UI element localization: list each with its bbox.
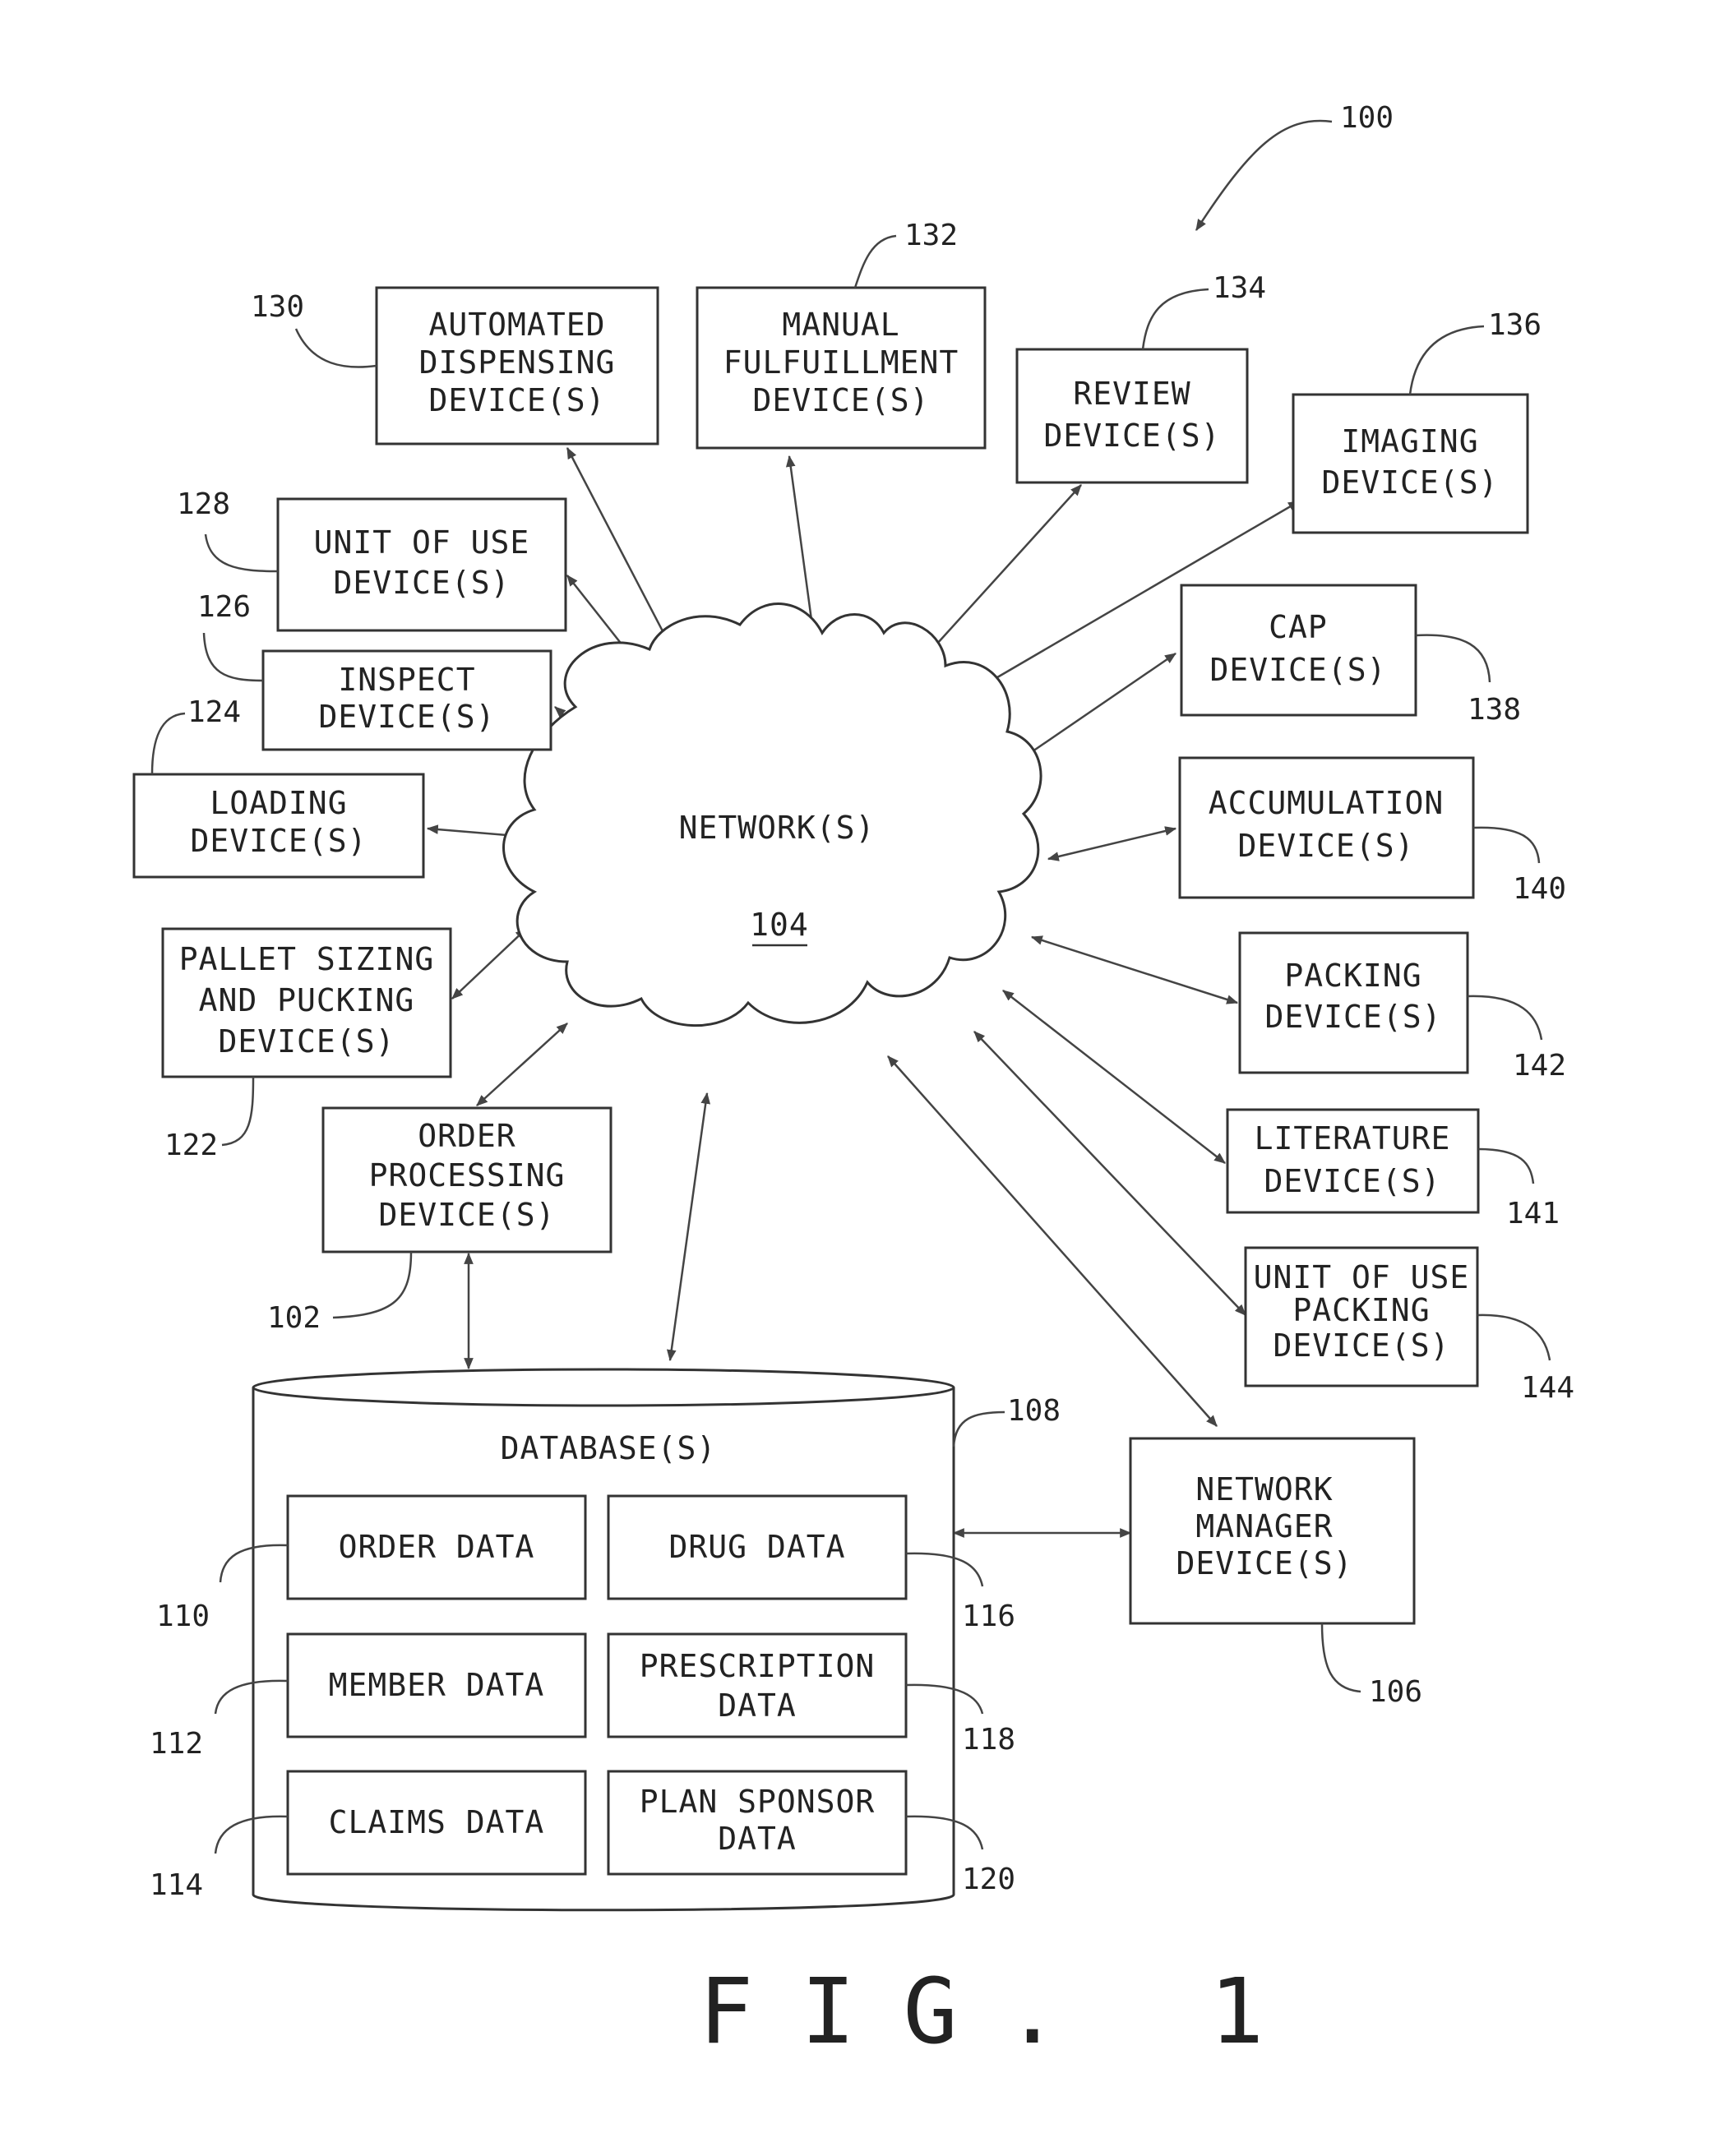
network-ref: 104 bbox=[750, 907, 809, 943]
box-label-line: DEVICE(S) bbox=[1322, 464, 1499, 501]
box-label-line: DEVICE(S) bbox=[753, 382, 930, 418]
ref-label: 130 bbox=[251, 290, 304, 324]
database-cylinder: DATABASE(S) 108 ORDER DATA 110 DRUG DATA… bbox=[150, 1369, 1061, 1910]
box-label-line: DEVICE(S) bbox=[1044, 418, 1221, 454]
ref-label: 124 bbox=[187, 695, 241, 729]
store-label-line: DRUG DATA bbox=[669, 1529, 846, 1565]
database-label: DATABASE(S) bbox=[501, 1430, 717, 1466]
ref-label: 132 bbox=[904, 219, 958, 252]
ref-label: 134 bbox=[1213, 271, 1266, 305]
system-reference: 100 bbox=[1196, 101, 1394, 230]
ref-label: 106 bbox=[1369, 1675, 1422, 1709]
ref-label: 140 bbox=[1513, 872, 1566, 906]
ref-label: 122 bbox=[164, 1129, 218, 1162]
review-device: REVIEW DEVICE(S) 134 bbox=[1017, 271, 1266, 482]
box-label-line: NETWORK bbox=[1195, 1471, 1333, 1507]
box-label-line: MANAGER bbox=[1195, 1508, 1333, 1544]
store-label-line: PRESCRIPTION bbox=[640, 1648, 876, 1684]
ref-label: 118 bbox=[962, 1723, 1015, 1757]
database-ref: 108 bbox=[1007, 1394, 1061, 1428]
unit-of-use-packing-device: UNIT OF USE PACKING DEVICE(S) 144 bbox=[1246, 1248, 1574, 1405]
box-label-line: DEVICE(S) bbox=[319, 699, 496, 735]
box-label-line: DEVICE(S) bbox=[334, 565, 511, 601]
order-processing-device: ORDER PROCESSING DEVICE(S) 102 bbox=[267, 1108, 611, 1335]
accumulation-device: ACCUMULATION DEVICE(S) 140 bbox=[1180, 758, 1566, 906]
box-label-line: DEVICE(S) bbox=[219, 1023, 395, 1060]
box-label-line: DEVICE(S) bbox=[1274, 1327, 1450, 1364]
ref-label: 141 bbox=[1506, 1197, 1560, 1230]
box-label-line: LOADING bbox=[210, 785, 347, 821]
box-label-line: REVIEW bbox=[1073, 376, 1190, 412]
network-cloud: NETWORK(S) 104 bbox=[504, 604, 1042, 1026]
store-label-line: DATA bbox=[718, 1687, 797, 1724]
ref-label: 114 bbox=[150, 1868, 203, 1902]
box-label-line: DEVICE(S) bbox=[1210, 652, 1387, 688]
ref-label: 128 bbox=[177, 487, 230, 521]
box-label-line: AND PUCKING bbox=[199, 982, 415, 1018]
box-label-line: LITERATURE bbox=[1255, 1120, 1451, 1156]
box-label-line: CAP bbox=[1269, 609, 1328, 645]
box-label-line: UNIT OF USE bbox=[314, 524, 530, 561]
ref-label: 116 bbox=[962, 1600, 1015, 1633]
ref-label: 138 bbox=[1468, 693, 1521, 727]
ref-label: 142 bbox=[1513, 1049, 1566, 1083]
ref-label: 112 bbox=[150, 1727, 203, 1761]
ref-label: 126 bbox=[197, 590, 251, 624]
imaging-device: IMAGING DEVICE(S) 136 bbox=[1293, 308, 1542, 533]
box-label-line: PACKING bbox=[1284, 958, 1421, 994]
automated-dispensing-device: AUTOMATED DISPENSING DEVICE(S) 130 bbox=[251, 288, 658, 444]
box-label-line: DEVICE(S) bbox=[191, 823, 368, 859]
box-label-line: DEVICE(S) bbox=[429, 382, 606, 418]
box-label-line: DEVICE(S) bbox=[1176, 1545, 1353, 1581]
box-label-line: ACCUMULATION bbox=[1209, 785, 1445, 821]
network-label: NETWORK(S) bbox=[679, 810, 876, 846]
store-label-line: DATA bbox=[718, 1821, 797, 1857]
box-label-line: DEVICE(S) bbox=[1238, 828, 1415, 864]
box-label-line: DEVICE(S) bbox=[379, 1197, 556, 1233]
box-label-line: DEVICE(S) bbox=[1265, 999, 1442, 1035]
manual-fulfillment-device: MANUAL FULFUILLMENT DEVICE(S) 132 bbox=[697, 219, 985, 448]
box-label-line: MANUAL bbox=[782, 307, 899, 343]
box-label-line: ORDER bbox=[418, 1118, 515, 1154]
box-label-line: DEVICE(S) bbox=[1264, 1163, 1441, 1199]
cap-device: CAP DEVICE(S) 138 bbox=[1181, 585, 1521, 727]
box-label-line: FULFUILLMENT bbox=[723, 344, 959, 381]
packing-device: PACKING DEVICE(S) 142 bbox=[1240, 933, 1566, 1083]
store-label-line: CLAIMS DATA bbox=[329, 1804, 545, 1840]
box-label-line: IMAGING bbox=[1341, 423, 1478, 459]
box-label-line: UNIT OF USE bbox=[1254, 1259, 1470, 1295]
system-ref-label: 100 bbox=[1340, 101, 1394, 135]
literature-device: LITERATURE DEVICE(S) 141 bbox=[1227, 1110, 1560, 1230]
ref-label: 136 bbox=[1488, 308, 1542, 342]
ref-label: 102 bbox=[267, 1301, 321, 1335]
ref-label: 120 bbox=[962, 1863, 1015, 1896]
store-label-line: ORDER DATA bbox=[339, 1529, 535, 1565]
ref-label: 110 bbox=[156, 1600, 210, 1633]
box-label-line: DISPENSING bbox=[419, 344, 616, 381]
box-label-line: INSPECT bbox=[338, 662, 475, 698]
ref-label: 144 bbox=[1521, 1371, 1574, 1405]
box-label-line: AUTOMATED bbox=[429, 307, 606, 343]
store-label-line: MEMBER DATA bbox=[329, 1667, 545, 1703]
box-label-line: PACKING bbox=[1292, 1292, 1430, 1328]
box-label-line: PROCESSING bbox=[369, 1157, 566, 1193]
figure-caption: FIG. 1 bbox=[699, 1959, 1311, 2064]
network-manager-device: NETWORK MANAGER DEVICE(S) 106 bbox=[1130, 1438, 1422, 1709]
store-label-line: PLAN SPONSOR bbox=[640, 1784, 876, 1820]
box-label-line: PALLET SIZING bbox=[179, 941, 434, 977]
